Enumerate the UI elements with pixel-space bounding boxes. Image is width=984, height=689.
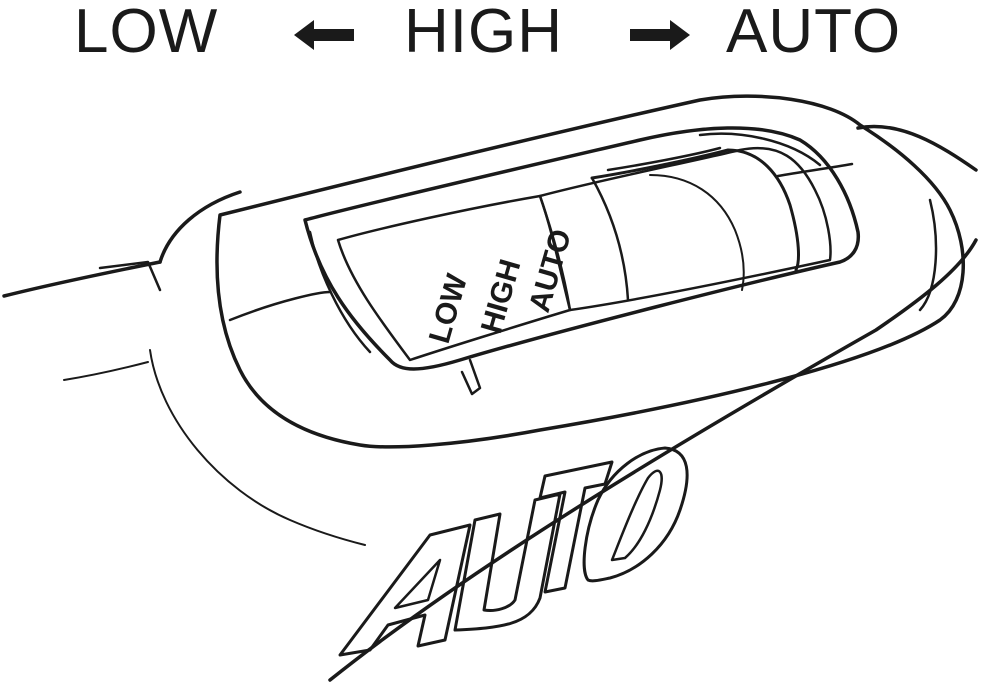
legend-high-label: HIGH xyxy=(404,0,563,66)
legend-auto-label: AUTO xyxy=(726,0,902,66)
switch-well xyxy=(305,128,858,394)
legend-low-label: LOW xyxy=(74,0,219,66)
housing-body xyxy=(4,126,976,680)
mode-legend: LOW HIGH AUTO xyxy=(0,0,984,70)
auto-logo xyxy=(340,448,687,655)
arrow-left-icon xyxy=(294,20,354,50)
arrow-right-icon xyxy=(630,20,690,50)
switch-face-labels: LOW HIGH AUTO xyxy=(423,226,578,347)
switch-bezel xyxy=(217,96,963,447)
switch-face-low: LOW xyxy=(423,270,474,347)
slider-knob xyxy=(540,134,852,310)
